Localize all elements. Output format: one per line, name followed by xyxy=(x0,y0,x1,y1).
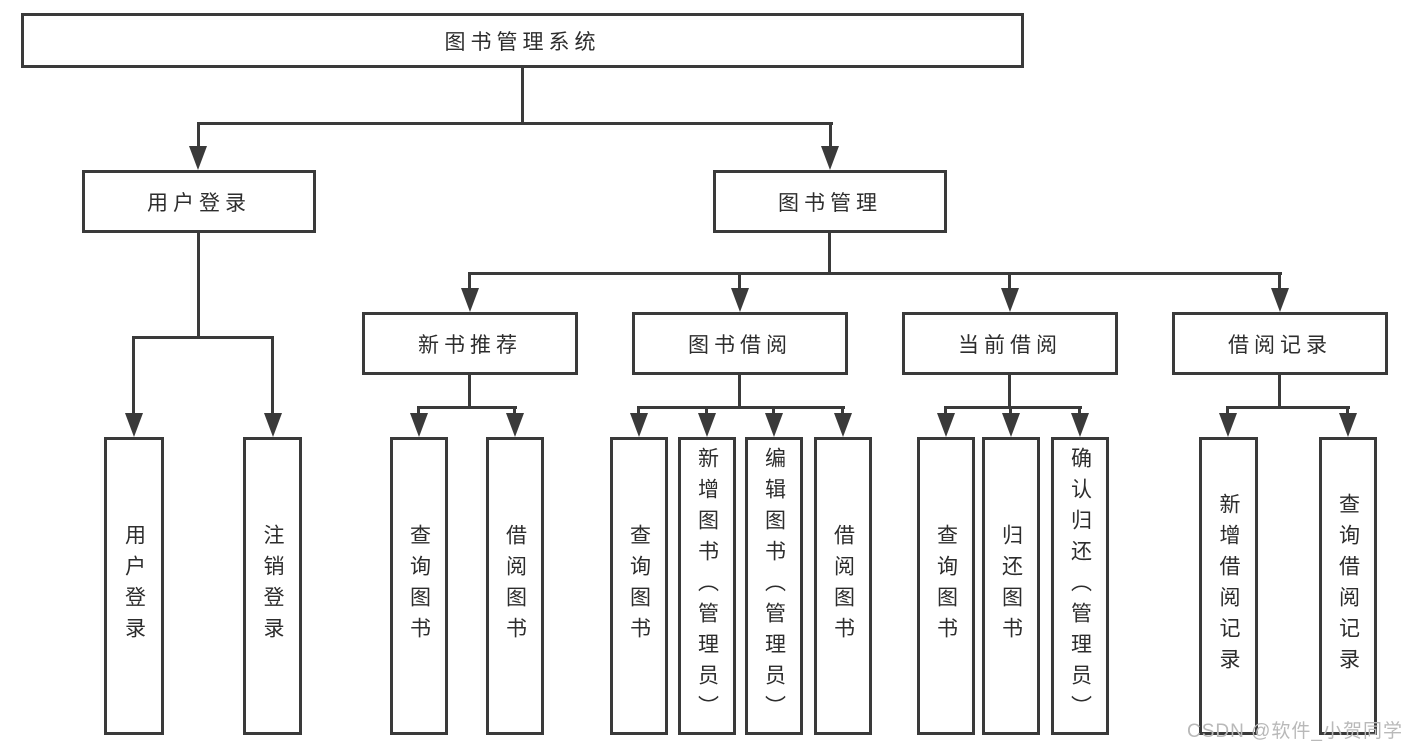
leaf-edit-book-admin: 编辑图书（管理员） xyxy=(745,437,803,735)
leaf-logout: 注销登录 xyxy=(243,437,302,735)
connector-s2-c3 xyxy=(772,406,775,416)
leaf-borrow-book-1-label: 借阅图书 xyxy=(503,524,527,648)
leaf-query-book-1: 查询图书 xyxy=(390,437,448,735)
connector-s2-c4 xyxy=(841,406,844,416)
leaf-return-book-label: 归还图书 xyxy=(999,524,1023,648)
connector-root-hbar xyxy=(197,122,833,125)
leaf-add-borrow-record: 新增借阅记录 xyxy=(1199,437,1258,735)
arrowhead-return-book xyxy=(1002,413,1020,437)
node-book-borrowing-label: 图书借阅 xyxy=(688,333,792,357)
connector-s3-hbar xyxy=(944,406,1082,409)
node-user-login: 用户登录 xyxy=(82,170,316,233)
connector-s4-c2 xyxy=(1346,406,1349,416)
connector-s2-c1 xyxy=(637,406,640,416)
arrowhead-add-borrow-record xyxy=(1219,413,1237,437)
connector-s3-stem xyxy=(1008,375,1011,408)
connector-s3-c2 xyxy=(1009,406,1012,416)
connector-s1-c2 xyxy=(513,406,516,416)
arrowhead-borrow-book-2 xyxy=(834,413,852,437)
node-book-borrowing: 图书借阅 xyxy=(632,312,848,375)
node-book-management-label: 图书管理 xyxy=(778,191,882,215)
arrowhead-query-book-1 xyxy=(410,413,428,437)
leaf-borrow-book-1: 借阅图书 xyxy=(486,437,544,735)
connector-user-stem xyxy=(197,233,200,338)
connector-user-to-login xyxy=(132,336,135,416)
leaf-query-book-2: 查询图书 xyxy=(610,437,668,735)
arrowhead-user-login xyxy=(189,146,207,170)
node-current-borrowing: 当前借阅 xyxy=(902,312,1118,375)
node-borrowing-records: 借阅记录 xyxy=(1172,312,1388,375)
connector-s2-c2 xyxy=(705,406,708,416)
node-root: 图书管理系统 xyxy=(21,13,1024,68)
node-current-borrowing-label: 当前借阅 xyxy=(958,333,1062,357)
arrowhead-current-borrowing xyxy=(1001,288,1019,312)
connector-s3-c3 xyxy=(1078,406,1081,416)
node-new-book-recommend-label: 新书推荐 xyxy=(418,333,522,357)
arrowhead-new-book-recommend xyxy=(461,288,479,312)
connector-s4-stem xyxy=(1278,375,1281,408)
arrowhead-book-borrowing xyxy=(731,288,749,312)
leaf-query-book-3-label: 查询图书 xyxy=(934,524,958,648)
connector-root-to-book xyxy=(829,122,832,148)
arrowhead-leaf-logout xyxy=(264,413,282,437)
connector-book-to-records xyxy=(1278,272,1281,290)
connector-book-to-borrowing xyxy=(738,272,741,290)
leaf-confirm-return-admin: 确认归还（管理员） xyxy=(1051,437,1109,735)
node-user-login-label: 用户登录 xyxy=(147,191,251,215)
connector-s4-hbar xyxy=(1226,406,1350,409)
leaf-borrow-book-2: 借阅图书 xyxy=(814,437,872,735)
leaf-query-book-1-label: 查询图书 xyxy=(407,524,431,648)
leaf-logout-label: 注销登录 xyxy=(261,524,284,648)
connector-root-stem xyxy=(521,68,524,122)
node-root-label: 图书管理系统 xyxy=(444,30,601,54)
arrowhead-edit-book-admin xyxy=(765,413,783,437)
connector-book-hbar xyxy=(468,272,1282,275)
leaf-query-borrow-record-label: 查询借阅记录 xyxy=(1336,493,1360,679)
arrowhead-book-management xyxy=(821,146,839,170)
connector-s4-c1 xyxy=(1226,406,1229,416)
arrowhead-borrowing-records xyxy=(1271,288,1289,312)
leaf-borrow-book-2-label: 借阅图书 xyxy=(831,524,855,648)
leaf-add-borrow-record-label: 新增借阅记录 xyxy=(1217,493,1240,679)
arrowhead-borrow-book-1 xyxy=(506,413,524,437)
arrowhead-query-book-2 xyxy=(630,413,648,437)
connector-s2-hbar xyxy=(637,406,845,409)
arrowhead-add-book-admin xyxy=(698,413,716,437)
connector-book-stem xyxy=(828,233,831,275)
arrowhead-leaf-user-login xyxy=(125,413,143,437)
connector-s1-hbar xyxy=(417,406,517,409)
csdn-watermark: CSDN @软件_小贺同学 xyxy=(1187,721,1403,742)
connector-s1-stem xyxy=(468,375,471,408)
leaf-query-book-3: 查询图书 xyxy=(917,437,975,735)
leaf-edit-book-admin-label: 编辑图书（管理员） xyxy=(762,446,786,726)
leaf-add-book-admin-label: 新增图书（管理员） xyxy=(695,446,719,726)
leaf-query-borrow-record: 查询借阅记录 xyxy=(1319,437,1377,735)
arrowhead-confirm-return-admin xyxy=(1071,413,1089,437)
connector-book-to-current xyxy=(1008,272,1011,290)
connector-root-to-user xyxy=(197,122,200,148)
node-borrowing-records-label: 借阅记录 xyxy=(1228,333,1332,357)
connector-s1-c1 xyxy=(417,406,420,416)
leaf-user-login-label: 用户登录 xyxy=(122,524,146,648)
leaf-query-book-2-label: 查询图书 xyxy=(627,524,651,648)
connector-s2-stem xyxy=(738,375,741,408)
leaf-confirm-return-admin-label: 确认归还（管理员） xyxy=(1068,446,1092,726)
node-book-management: 图书管理 xyxy=(713,170,947,233)
connector-book-to-recommend xyxy=(468,272,471,290)
connector-user-to-logout xyxy=(271,336,274,416)
arrowhead-query-book-3 xyxy=(937,413,955,437)
node-new-book-recommend: 新书推荐 xyxy=(362,312,578,375)
leaf-user-login: 用户登录 xyxy=(104,437,164,735)
connector-s3-c1 xyxy=(944,406,947,416)
leaf-return-book: 归还图书 xyxy=(982,437,1040,735)
connector-user-hbar xyxy=(132,336,274,339)
leaf-add-book-admin: 新增图书（管理员） xyxy=(678,437,736,735)
arrowhead-query-borrow-record xyxy=(1339,413,1357,437)
